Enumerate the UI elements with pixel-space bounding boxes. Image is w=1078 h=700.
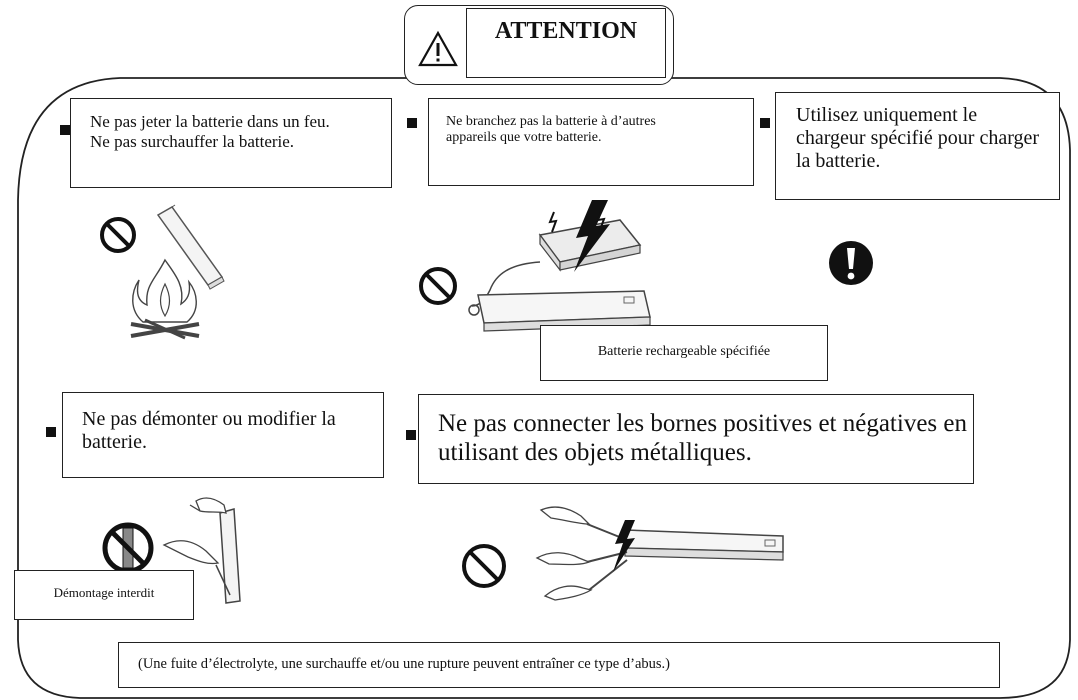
- square-bullet-icon: [60, 125, 70, 135]
- label-rechargeable-box: [540, 325, 828, 381]
- notice-connect: Ne branchez pas la batterie à d’autres a…: [446, 114, 656, 146]
- page-title: ATTENTION: [494, 18, 638, 44]
- prohibition-icon: [419, 267, 457, 305]
- prohibition-icon: [462, 544, 506, 588]
- notice-disassemble: Ne pas démonter ou modifier la batterie.: [82, 408, 336, 453]
- warning-triangle-icon: [418, 30, 458, 67]
- square-bullet-icon: [46, 427, 56, 437]
- notice-fire-box: [70, 98, 392, 188]
- notice-connect-box: [428, 98, 754, 186]
- cable-illustration: [468, 261, 541, 316]
- prohibition-icon: [100, 217, 136, 253]
- notice-charger: Utilisez uniquement le chargeur spécifié…: [796, 104, 1040, 172]
- hands-battery-illustration: [162, 497, 241, 604]
- label-disassembly: Démontage interdit: [53, 585, 155, 600]
- battery-illustration: [156, 204, 225, 290]
- short-circuit-illustration: [535, 506, 784, 601]
- header-title-box: [466, 8, 666, 78]
- square-bullet-icon: [406, 430, 416, 440]
- exclamation-icon: [829, 241, 873, 285]
- square-bullet-icon: [407, 118, 417, 128]
- footer-note: (Une fuite d’électrolyte, une surchauffe…: [138, 656, 670, 672]
- square-bullet-icon: [760, 118, 770, 128]
- charger-illustration: [538, 200, 642, 272]
- notice-charger-box: [775, 92, 1060, 200]
- fire-illustration: [130, 258, 200, 340]
- prohibition-icon: [102, 522, 154, 574]
- notice-disassemble-box: [62, 392, 384, 478]
- notice-short-circuit-box: [418, 394, 974, 484]
- footer-note-box: [118, 642, 1000, 688]
- notice-fire: Ne pas jeter la batterie dans un feu. Ne…: [90, 112, 330, 151]
- notice-short-circuit: Ne pas connecter les bornes positives et…: [438, 410, 967, 466]
- label-rechargeable: Batterie rechargeable spécifiée: [597, 344, 771, 359]
- label-disassembly-box: [14, 570, 194, 620]
- battery-illustration: [477, 290, 651, 332]
